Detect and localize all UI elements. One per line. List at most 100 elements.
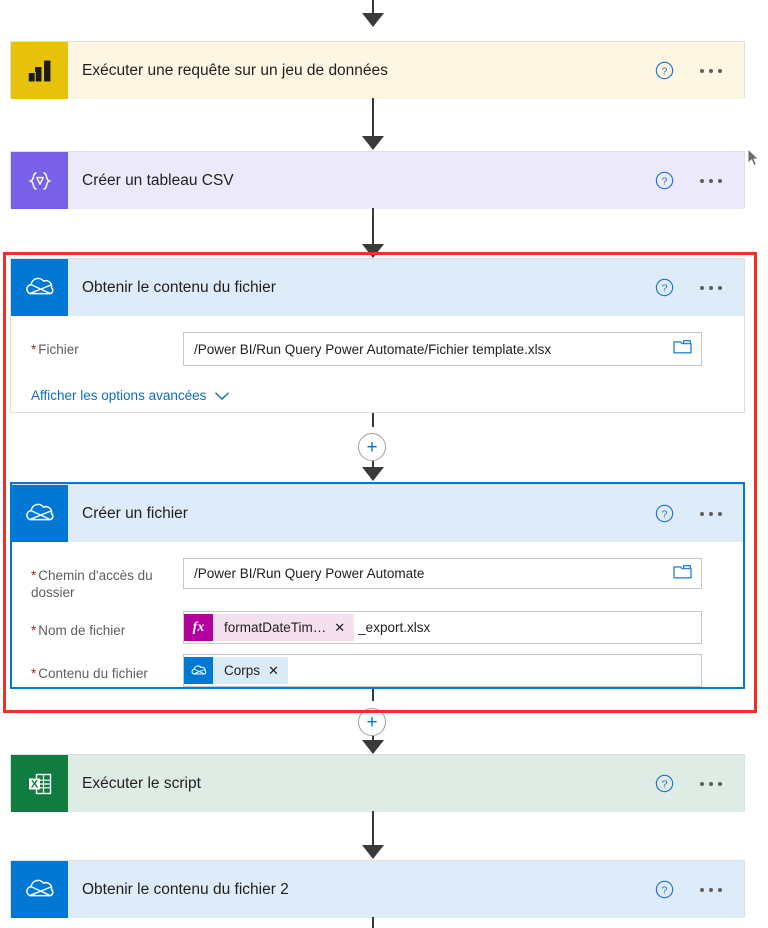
remove-token-icon[interactable]: ✕: [334, 620, 346, 635]
field-label: *Nom de fichier: [31, 623, 126, 638]
onedrive-icon: [184, 657, 213, 684]
svg-text:?: ?: [662, 779, 668, 790]
connector-line: [372, 461, 374, 469]
connector-arrow: [362, 136, 384, 150]
step-header[interactable]: Créer un tableau CSV ?: [11, 152, 744, 209]
onedrive-icon: [11, 861, 68, 918]
more-options-icon[interactable]: [700, 887, 722, 892]
step-header[interactable]: Obtenir le contenu du fichier ?: [11, 259, 744, 316]
connector-arrow: [362, 845, 384, 859]
more-options-icon[interactable]: [700, 68, 722, 73]
power-bi-icon: [11, 42, 68, 99]
step-header-actions: ?: [655, 278, 722, 297]
help-icon[interactable]: ?: [655, 171, 674, 190]
svg-text:?: ?: [662, 509, 668, 520]
field-folder-path: *Chemin d'accès du dossier /Power BI/Run…: [11, 542, 744, 601]
more-options-icon[interactable]: [700, 781, 722, 786]
more-options-icon[interactable]: [700, 511, 722, 516]
flow-step-get-file-content-2[interactable]: Obtenir le contenu du fichier 2 ?: [10, 860, 745, 918]
step-title: Exécuter le script: [82, 774, 201, 792]
help-icon[interactable]: ?: [655, 880, 674, 899]
folder-path-input[interactable]: /Power BI/Run Query Power Automate: [183, 558, 702, 589]
dynamic-token-formatdatetime[interactable]: fx formatDateTim… ✕: [184, 614, 355, 641]
onedrive-icon: [11, 485, 68, 542]
add-step-button[interactable]: +: [358, 433, 386, 461]
step-header-actions: ?: [655, 504, 722, 523]
file-name-input[interactable]: fx formatDateTim… ✕ _export.xlsx: [183, 611, 702, 644]
token-body: formatDateTim… ✕: [213, 614, 355, 641]
connector-arrow: [362, 740, 384, 754]
more-options-icon[interactable]: [700, 178, 722, 183]
svg-text:?: ?: [662, 283, 668, 294]
connector-line: [372, 811, 374, 857]
svg-text:?: ?: [662, 885, 668, 896]
step-title: Obtenir le contenu du fichier: [82, 278, 276, 296]
onedrive-icon: [11, 259, 68, 316]
step-body: *Fichier /Power BI/Run Query Power Autom…: [11, 316, 744, 403]
more-options-icon[interactable]: [700, 285, 722, 290]
token-body: Corps ✕: [213, 657, 288, 684]
add-step-button[interactable]: +: [358, 708, 386, 736]
connector-line: [372, 736, 374, 742]
show-advanced-options-link[interactable]: Afficher les options avancées: [11, 388, 744, 403]
required-asterisk: *: [31, 623, 37, 638]
step-header[interactable]: X Exécuter le script ?: [11, 755, 744, 812]
connector-line: [372, 689, 374, 701]
field-label: *Fichier: [31, 342, 79, 357]
step-title: Exécuter une requête sur un jeu de donné…: [82, 61, 388, 79]
flow-step-run-script[interactable]: X Exécuter le script ?: [10, 754, 745, 812]
help-icon[interactable]: ?: [655, 278, 674, 297]
connector-line: [372, 413, 374, 427]
connector-line: [372, 917, 374, 928]
step-title: Créer un fichier: [82, 504, 188, 522]
required-asterisk: *: [31, 342, 37, 357]
file-path-input[interactable]: /Power BI/Run Query Power Automate/Fichi…: [183, 332, 702, 366]
field-fichier: *Fichier /Power BI/Run Query Power Autom…: [11, 316, 744, 366]
connector-arrow: [362, 244, 384, 258]
step-header-actions: ?: [655, 774, 722, 793]
advanced-options-label: Afficher les options avancées: [31, 388, 207, 403]
field-trailing-text: _export.xlsx: [358, 620, 431, 635]
dynamic-token-corps[interactable]: Corps ✕: [184, 657, 288, 684]
step-header-actions: ?: [655, 61, 722, 80]
csv-table-icon: [11, 152, 68, 209]
folder-picker-icon[interactable]: [673, 339, 692, 360]
flow-step-get-file-content[interactable]: Obtenir le contenu du fichier ? *Fichier…: [10, 258, 745, 413]
connector-arrow: [362, 467, 384, 481]
svg-text:?: ?: [662, 66, 668, 77]
mouse-cursor: [747, 148, 760, 172]
help-icon[interactable]: ?: [655, 61, 674, 80]
field-label: *Chemin d'accès du dossier: [31, 568, 153, 600]
step-header[interactable]: Obtenir le contenu du fichier 2 ?: [11, 861, 744, 918]
help-icon[interactable]: ?: [655, 774, 674, 793]
step-header[interactable]: Créer un fichier ?: [11, 485, 744, 542]
svg-text:X: X: [30, 778, 38, 790]
field-label: *Contenu du fichier: [31, 666, 148, 681]
required-asterisk: *: [31, 568, 37, 583]
connector-line: [372, 0, 374, 14]
step-title: Obtenir le contenu du fichier 2: [82, 880, 289, 898]
help-icon[interactable]: ?: [655, 504, 674, 523]
connector-arrow: [362, 13, 384, 27]
connector-line: [372, 208, 374, 256]
required-asterisk: *: [31, 666, 37, 681]
folder-picker-icon[interactable]: [673, 563, 692, 584]
step-header-actions: ?: [655, 880, 722, 899]
connector-line: [372, 98, 374, 148]
file-content-input[interactable]: Corps ✕: [183, 654, 702, 687]
remove-token-icon[interactable]: ✕: [268, 663, 279, 678]
step-header-actions: ?: [655, 171, 722, 190]
field-value: /Power BI/Run Query Power Automate/Fichi…: [194, 341, 552, 357]
field-file-content: *Contenu du fichier Corps: [11, 644, 744, 687]
field-file-name: *Nom de fichier fx formatDateTim… ✕ _exp…: [11, 601, 744, 644]
excel-icon: X: [11, 755, 68, 812]
flow-step-create-csv-table[interactable]: Créer un tableau CSV ?: [10, 151, 745, 209]
field-value: /Power BI/Run Query Power Automate: [194, 566, 425, 581]
flow-step-run-query-dataset[interactable]: Exécuter une requête sur un jeu de donné…: [10, 41, 745, 99]
flow-step-create-file[interactable]: Créer un fichier ? *Chemin d'accès du do…: [10, 484, 745, 687]
step-header[interactable]: Exécuter une requête sur un jeu de donné…: [11, 42, 744, 99]
token-label: Corps: [224, 663, 261, 678]
chevron-down-icon: [215, 391, 230, 400]
token-label: formatDateTim…: [224, 620, 327, 635]
